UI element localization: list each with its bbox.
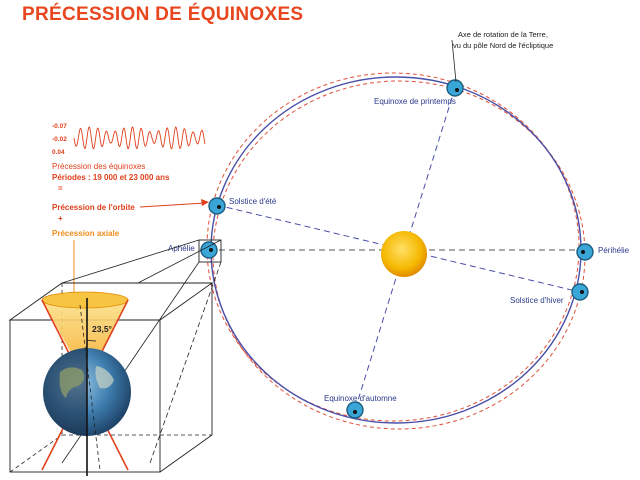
signal-tick-3: 0.04 [52,149,65,156]
tilt-angle-label: 23,5° [92,324,113,334]
axis-label-line2: vu du pôle Nord de l'écliptique [453,41,553,50]
earth-continent [59,367,85,398]
planet-spring-equinox [446,79,464,97]
planet-aphelion [200,241,218,259]
zoom-line-2 [137,239,222,284]
label-spring-equinox: Equinoxe de printemps [374,97,456,106]
precession-cone-top [42,300,128,382]
legend-equals: = [58,184,63,193]
legend-plus: + [58,214,63,223]
arrow-orbit-precession [139,202,206,208]
label-aphelion: Aphélie [168,244,195,253]
zoom-line-4 [149,261,222,464]
label-summer-solstice: Solstice d'été [229,197,277,206]
label-perihelion: Périhélie [598,246,630,255]
legend-orbit-precession: Précession de l'orbite [52,203,135,212]
signal-tick-1: -0.07 [52,123,67,130]
planet-winter-solstice [571,283,589,301]
planet-perihelion [576,243,594,261]
earth-continent-2 [95,366,114,389]
label-winter-solstice: Solstice d'hiver [510,296,564,305]
zoom-line-1 [61,239,200,284]
tilt-angle-arc [86,339,97,342]
signal-tick-2: -0.02 [52,136,67,143]
sun [381,231,427,277]
axis-label-line1: Axe de rotation de la Terre, [458,30,548,39]
legend-precession: Précession des équinoxes [52,162,145,171]
label-autumn-equinox: Equinoxe d'automne [324,394,397,403]
page-title: PRÉCESSION DE ÉQUINOXES [22,4,304,25]
legend-axial-precession: Précession axiale [52,229,120,238]
legend-periods: Périodes : 19 000 et 23 000 ans [52,173,170,182]
line-equinoxes [354,87,456,411]
arrow-head-orbit [201,199,209,206]
precession-signal-wave [73,126,206,150]
precession-cone-rim [41,291,129,309]
axis-pointer [451,39,457,83]
planet-summer-solstice [208,197,226,215]
line-solstices [216,204,581,293]
planet-autumn-equinox [346,401,364,419]
